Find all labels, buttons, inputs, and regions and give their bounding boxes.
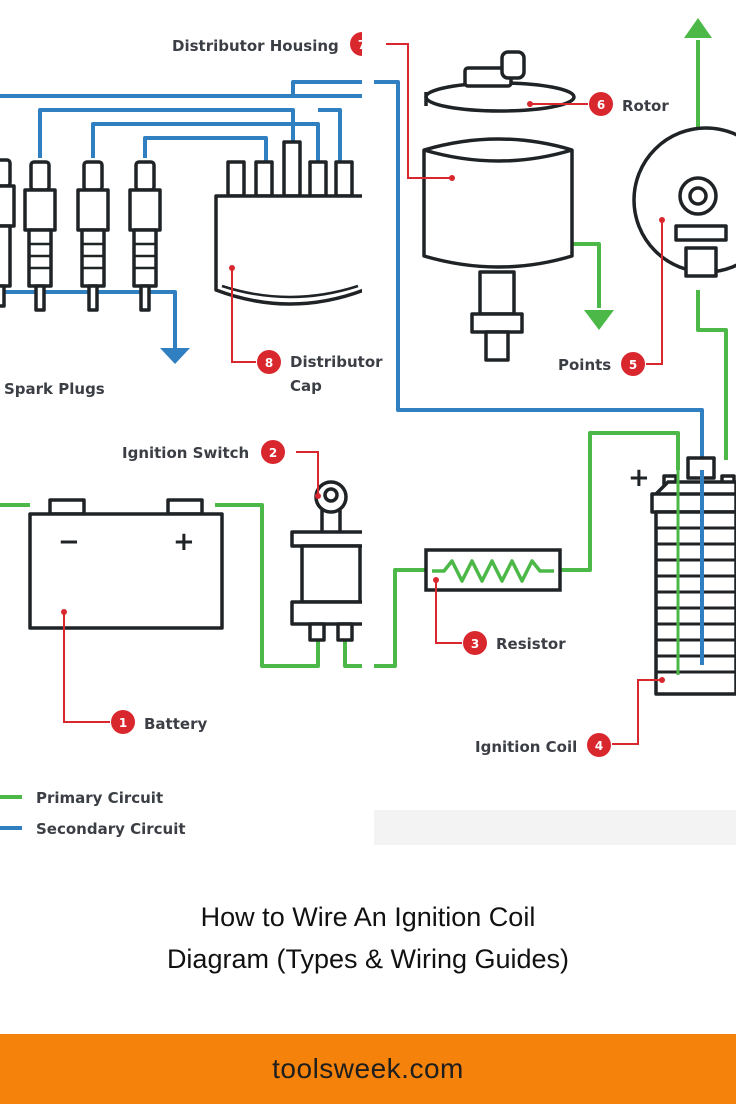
spark-plug [76, 160, 110, 312]
label-distributor-cap-line2: Cap [290, 377, 322, 395]
badge-resistor: 3 [463, 631, 487, 655]
svg-text:8: 8 [265, 356, 273, 370]
ignition-coil [650, 456, 736, 696]
label-points: Points [558, 356, 611, 374]
label-rotor: Rotor [622, 97, 669, 115]
badge-battery: 1 [111, 710, 135, 734]
battery-negative-sign: − [58, 527, 80, 557]
spark-plug [128, 160, 162, 312]
footer-site-link[interactable]: toolsweek.com [272, 1053, 464, 1084]
svg-text:4: 4 [595, 739, 603, 753]
article-title-line2: Diagram (Types & Wiring Guides) [166, 944, 570, 974]
distributor-cap [214, 140, 366, 306]
leader-lines [63, 43, 663, 745]
resistor [424, 548, 562, 592]
secondary-ground-arrow [160, 348, 190, 364]
contact-points [632, 126, 736, 278]
legend-secondary-label: Secondary Circuit [36, 820, 186, 838]
primary-up-arrow [684, 18, 712, 38]
badge-rotor: 6 [589, 92, 613, 116]
label-distributor-cap-line1: Distributor [290, 353, 383, 371]
rotor [424, 50, 576, 113]
ignition-wiring-diagram: − + + 1 2 3 4 5 6 7 8 Distributor Hous [0, 0, 736, 845]
svg-text:3: 3 [471, 637, 479, 651]
spark-plug [0, 158, 16, 308]
legend-primary-label: Primary Circuit [36, 789, 163, 807]
label-distributor-housing: Distributor Housing [172, 37, 339, 55]
footer-banner[interactable]: toolsweek.com [0, 1034, 736, 1104]
leader-dots [61, 101, 665, 683]
svg-text:6: 6 [597, 98, 605, 112]
badge-points: 5 [621, 352, 645, 376]
coil-positive-sign: + [628, 463, 650, 493]
points-down-arrow [584, 310, 614, 330]
badge-ignition-switch: 2 [261, 440, 285, 464]
battery-positive-sign: + [173, 527, 195, 557]
label-spark-plugs: Spark Plugs [4, 380, 105, 398]
svg-text:1: 1 [119, 716, 127, 730]
primary-circuit-wires [0, 40, 728, 668]
spark-plug [23, 160, 57, 312]
label-resistor: Resistor [496, 635, 566, 653]
spark-plugs [0, 158, 162, 312]
battery [28, 498, 224, 630]
label-ignition-coil: Ignition Coil [475, 738, 577, 756]
badge-ignition-coil: 4 [587, 733, 611, 757]
label-ignition-switch: Ignition Switch [122, 444, 249, 462]
svg-text:5: 5 [629, 358, 637, 372]
legend: Primary Circuit Secondary Circuit [0, 789, 186, 838]
article-title-line1: How to Wire An Ignition Coil [200, 902, 536, 932]
panel-divider [362, 0, 374, 845]
badge-distributor-cap: 8 [257, 350, 281, 374]
label-battery: Battery [144, 715, 207, 733]
ignition-switch [290, 480, 372, 642]
article-title[interactable]: How to Wire An Ignition Coil Diagram (Ty… [0, 896, 736, 980]
svg-text:2: 2 [269, 446, 277, 460]
bottom-shade [374, 810, 736, 845]
secondary-circuit-wires [0, 80, 704, 665]
distributor-housing [422, 137, 574, 362]
